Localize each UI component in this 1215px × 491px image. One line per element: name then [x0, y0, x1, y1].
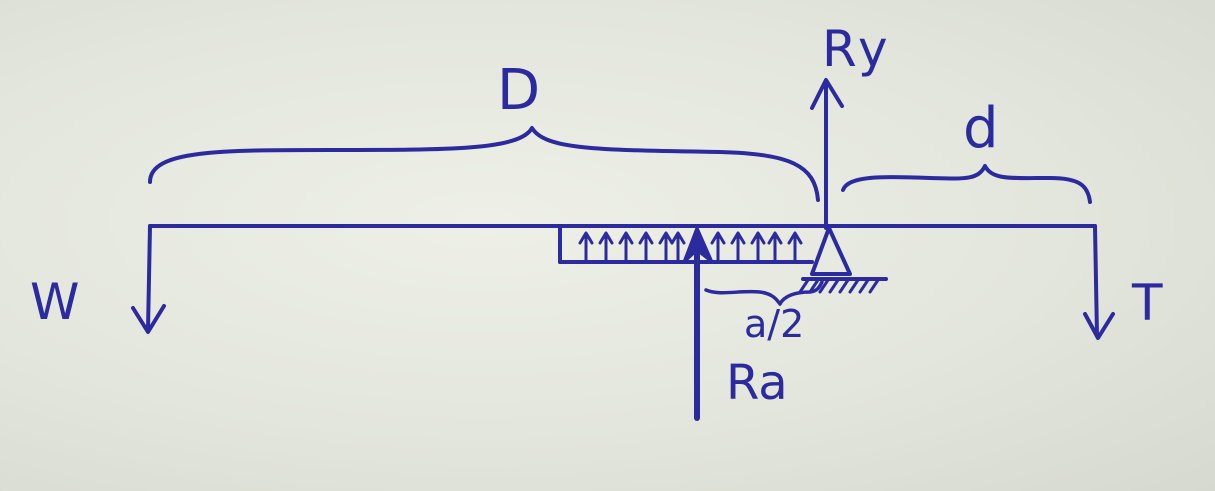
pivot-triangle — [810, 226, 852, 276]
label-D: D — [497, 58, 541, 123]
tension-arrow — [1083, 224, 1115, 340]
label-T: T — [1132, 274, 1163, 332]
label-W: W — [30, 273, 80, 331]
brace-d — [841, 164, 1092, 204]
a-half-brace — [704, 280, 824, 306]
label-Ra: Ra — [726, 355, 788, 411]
label-a-half: a/2 — [744, 302, 805, 346]
ry-arrow — [810, 78, 844, 230]
label-d: d — [963, 96, 999, 161]
ra-arrow — [682, 226, 714, 421]
pivot-ground — [798, 277, 888, 294]
weight-arrow — [131, 224, 166, 334]
brace-D — [148, 126, 820, 202]
label-Ry: Ry — [822, 20, 892, 78]
